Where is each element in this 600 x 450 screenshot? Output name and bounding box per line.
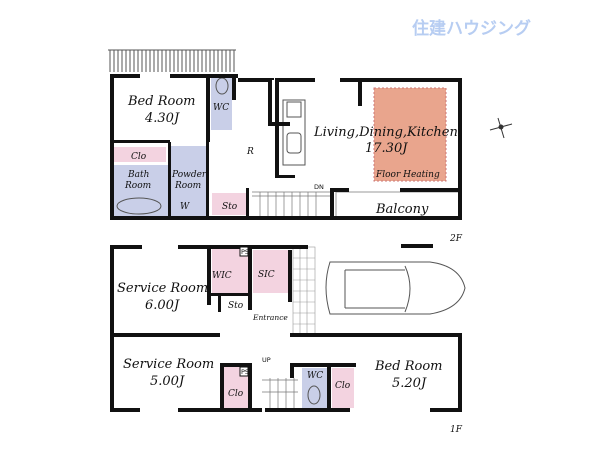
wall-marker	[401, 244, 433, 248]
bathtub-icon	[116, 197, 162, 215]
stairs-1f	[262, 378, 298, 408]
wc-1f-area	[302, 368, 327, 408]
service-room-2-name: Service Room	[123, 357, 214, 372]
bedroom-1f-size: 5.20J	[392, 376, 427, 391]
bath-label-2: Room	[124, 181, 151, 191]
stairs-up-label: UP	[262, 356, 271, 364]
sink-icon	[286, 132, 302, 154]
closet-1f-b	[332, 368, 354, 408]
ps-1-label: PS	[241, 248, 249, 256]
approach-steps	[292, 246, 316, 336]
bath-label-1: Bath	[127, 170, 149, 180]
bath-area	[112, 165, 168, 217]
service-room-1-size: 6.00J	[145, 298, 180, 313]
wc-2f-label: WC	[213, 103, 229, 113]
closet-1f-b-label: Clo	[335, 381, 351, 391]
walls-1f	[110, 245, 462, 412]
stairs-2f	[252, 191, 330, 216]
bedroom-2f-name: Bed Room	[127, 94, 195, 109]
fridge-label: R	[246, 147, 254, 157]
entrance-label: Entrance	[252, 313, 288, 322]
bedroom-1f-name: Bed Room	[374, 359, 442, 374]
company-logo: 住建ハウジング	[412, 19, 531, 39]
sic-area	[253, 250, 290, 293]
car-icon	[325, 261, 466, 315]
washer-label: W	[180, 202, 190, 212]
ldk-size: 17.30J	[365, 141, 408, 156]
storage-2f-label: Sto	[222, 202, 238, 212]
powder-label-2: Room	[174, 181, 201, 191]
walls-2f	[110, 74, 462, 220]
closet-2f-label: Clo	[131, 152, 147, 162]
service-room-2-size: 5.00J	[150, 374, 185, 389]
service-room-1-name: Service Room	[117, 281, 208, 296]
stairs-down-label: DN	[314, 183, 324, 191]
wic-label: WIC	[212, 271, 232, 281]
ldk-name: Living,Dining,Kitchen	[313, 125, 458, 140]
ps-2-label: PS	[241, 368, 249, 376]
closet-area	[113, 147, 166, 162]
balcony-label: Balcony	[375, 202, 429, 217]
wc-1f-label: WC	[307, 371, 323, 381]
floor-heating-area	[373, 87, 447, 182]
floor-heating-label: Floor Heating	[375, 170, 440, 180]
compass-icon	[489, 117, 513, 139]
stove-icon	[286, 101, 302, 118]
sic-label: SIC	[258, 270, 275, 280]
bedroom-2f-size: 4.30J	[144, 111, 180, 126]
floor-1f-label: 1F	[450, 425, 463, 435]
storage-area	[212, 193, 246, 215]
powder-label-1: Powder	[171, 170, 207, 180]
floor-2f-label: 2F	[449, 234, 463, 244]
fence	[108, 49, 236, 72]
closet-1f-a-label: Clo	[228, 389, 244, 399]
toilet-1f-icon	[307, 385, 321, 405]
powder-area	[171, 146, 206, 217]
floor-2f: Bed Room 4.30J WC Clo Bath Room Powder R…	[108, 49, 463, 248]
storage-1f-label: Sto	[228, 301, 244, 311]
floor-1f: Service Room 6.00J WIC PS SIC Sto Entran…	[110, 245, 466, 435]
